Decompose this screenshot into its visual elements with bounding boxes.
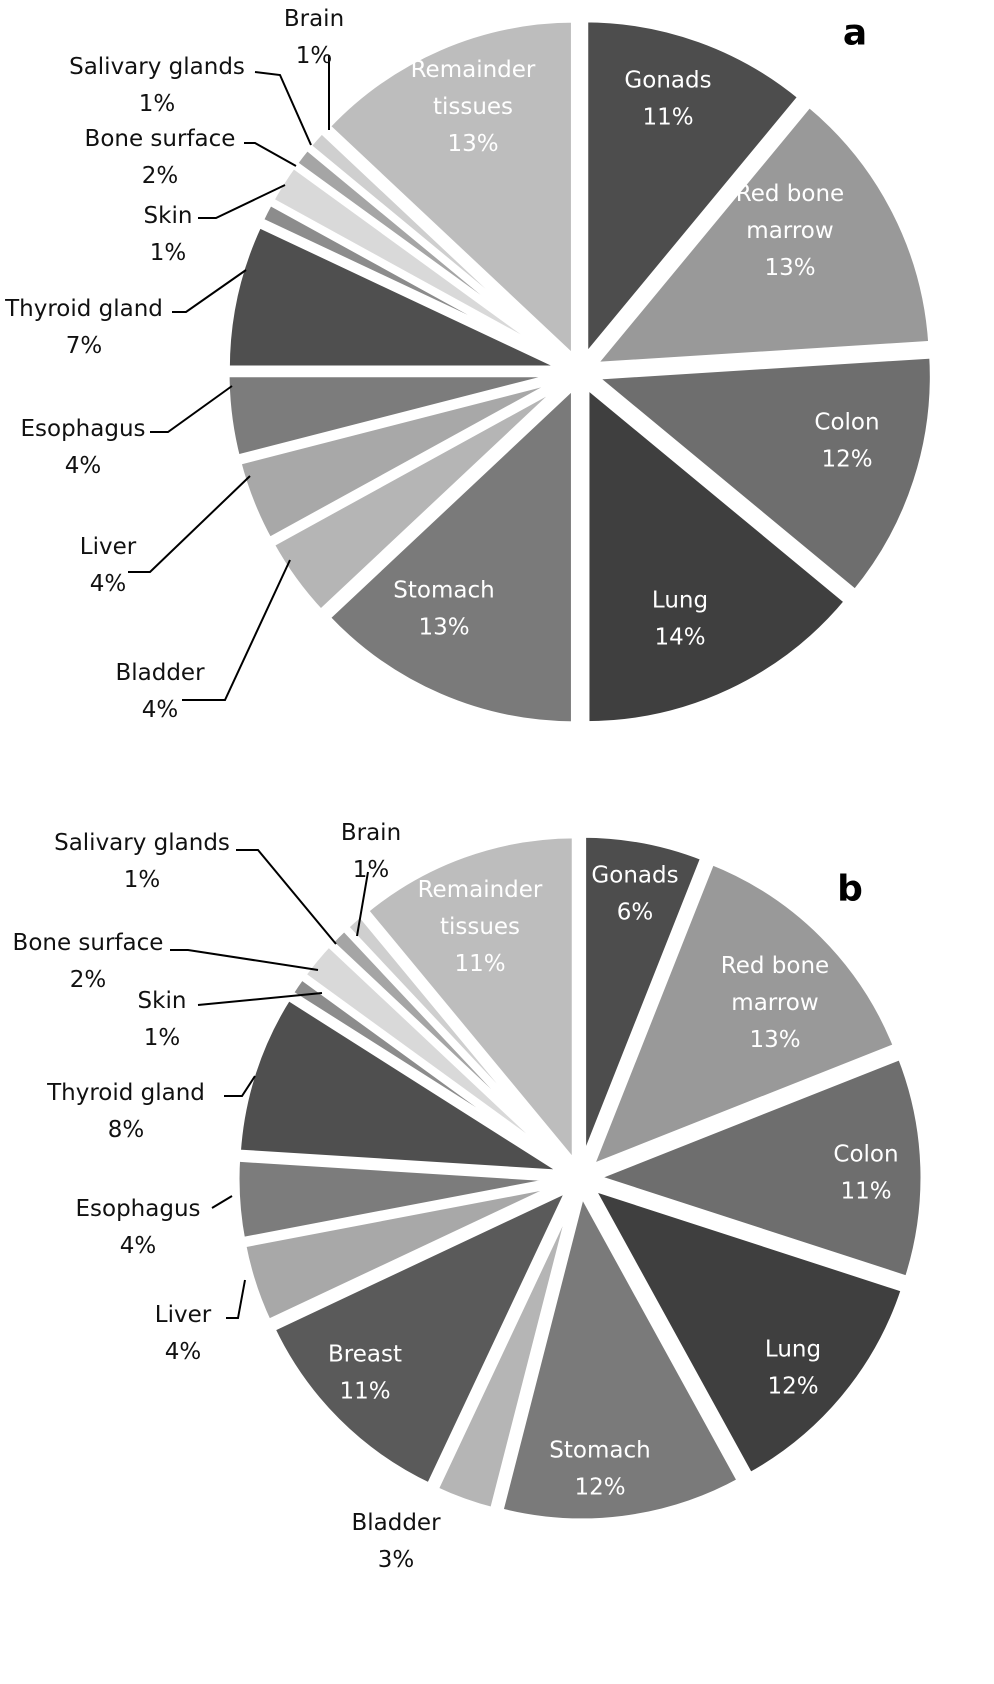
pie-slice-esophagus bbox=[222, 370, 567, 463]
pie-slice-liver bbox=[233, 373, 569, 546]
pie-slice-liver bbox=[238, 1178, 569, 1328]
leader-line-liver bbox=[128, 475, 251, 573]
leader-line-salivary-glands bbox=[254, 71, 312, 146]
leader-line-bone-surface bbox=[170, 949, 319, 971]
pie-slice-lung bbox=[583, 1180, 910, 1481]
leader-line-salivary-glands bbox=[236, 849, 337, 945]
leader-line-bone-surface bbox=[244, 142, 297, 167]
leader-line-esophagus bbox=[211, 1195, 233, 1209]
pie-slice-stomach bbox=[495, 1182, 746, 1526]
pie-slice-esophagus bbox=[232, 1154, 567, 1245]
pie-slice-bladder bbox=[265, 377, 572, 618]
pie-slice-lung bbox=[582, 377, 853, 729]
pie-slice-colon bbox=[584, 351, 937, 598]
pie-slice-breast bbox=[266, 1180, 578, 1492]
pie-slice-colon bbox=[583, 1051, 928, 1284]
leader-line-thyroid-gland bbox=[172, 269, 247, 313]
pie-slice-red-bone-marrow bbox=[583, 856, 902, 1175]
pie-slice-gonads bbox=[579, 830, 709, 1166]
leader-line-skin bbox=[198, 184, 286, 219]
leader-line-thyroid-gland bbox=[224, 1075, 256, 1097]
leader-line-esophagus bbox=[150, 385, 233, 433]
pie-slice-thyroid-gland bbox=[222, 219, 568, 373]
pie-slice-gonads bbox=[581, 15, 807, 369]
panel-label: b bbox=[837, 869, 863, 910]
leader-line-bladder bbox=[182, 559, 291, 701]
pie-slice-remainder-tissues bbox=[359, 831, 579, 1175]
pie-slice-thyroid-gland bbox=[233, 992, 569, 1178]
panel-label: a bbox=[843, 13, 867, 54]
pie-slice-brain bbox=[302, 125, 572, 366]
pie-slice-remainder-tissues bbox=[321, 15, 578, 368]
leader-line-brain bbox=[356, 871, 369, 937]
leader-line-skin bbox=[197, 992, 323, 1006]
leader-line-liver bbox=[226, 1279, 246, 1319]
pie-slice-red-bone-marrow bbox=[584, 98, 936, 370]
pie-slice-bladder bbox=[430, 1189, 579, 1516]
pie-slice-stomach bbox=[321, 376, 578, 729]
